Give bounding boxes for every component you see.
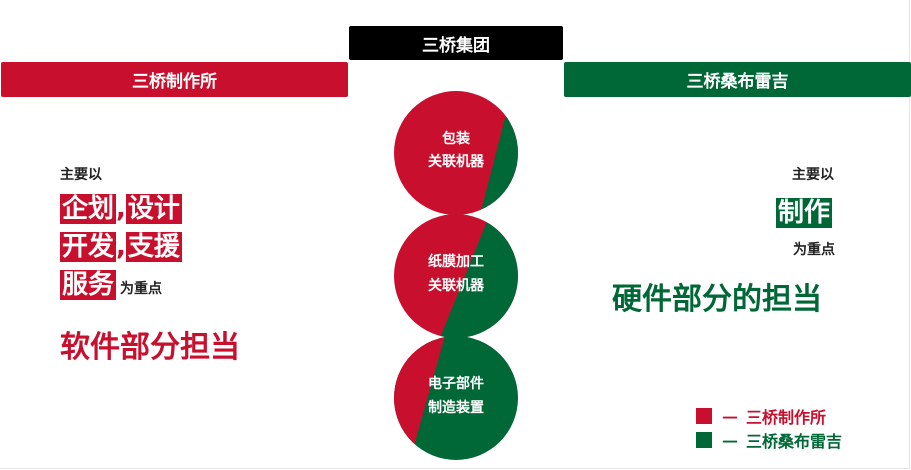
left-line-3: 服务为重点	[60, 268, 162, 306]
left-company-title: 三桥制作所	[132, 72, 217, 92]
circle-3-line-2: 制造装置	[428, 399, 484, 416]
circle-1-line-2: 关联机器	[428, 153, 485, 170]
circle-packaging: 包装 关联机器	[394, 91, 518, 215]
left-line-2: 开发,支援	[60, 230, 182, 264]
right-word-manufacture: 制作	[776, 198, 833, 228]
legend-item-sankyo-sambreg: — 三桥桑布雷吉	[696, 428, 842, 452]
left-company-header: 三桥制作所	[1, 62, 348, 97]
right-company-header: 三桥桑布雷吉	[564, 62, 911, 97]
legend-dash-1: —	[722, 406, 738, 426]
circle-2-line-1: 纸膜加工	[428, 253, 484, 270]
right-summary: 硬件部分的担当	[612, 282, 822, 317]
left-line-1: 企划,设计	[60, 192, 182, 226]
left-lead: 主要以	[60, 167, 102, 183]
right-main-line: 制作	[776, 196, 833, 230]
right-lead: 主要以	[792, 167, 834, 183]
circle-2-line-2: 关联机器	[428, 277, 485, 294]
left-word-support: 支援	[125, 232, 182, 262]
right-company-title: 三桥桑布雷吉	[686, 72, 789, 92]
comma-2: ,	[116, 232, 126, 262]
legend-dash-2: —	[722, 430, 738, 450]
right-suffix: 为重点	[793, 242, 835, 258]
circle-electronic-parts: 电子部件 制造装置	[394, 336, 518, 460]
left-suffix: 为重点	[120, 281, 163, 297]
circle-3-line-1: 电子部件	[428, 375, 484, 392]
circle-1-line-1: 包装	[442, 130, 471, 147]
legend-item-sankyo-works: — 三桥制作所	[696, 404, 826, 428]
group-title: 三桥集团	[422, 35, 490, 56]
left-word-design: 设计	[125, 194, 182, 224]
legend-swatch-red	[696, 408, 712, 424]
legend-label-1: 三桥制作所	[746, 408, 827, 427]
group-header: 三桥集团	[349, 26, 563, 60]
left-summary: 软件部分担当	[60, 330, 240, 365]
legend-swatch-green	[696, 432, 712, 448]
circle-film-processing: 纸膜加工 关联机器	[394, 214, 518, 338]
comma-1: ,	[116, 194, 126, 224]
left-word-planning: 企划	[60, 194, 117, 224]
left-word-development: 开发	[60, 232, 117, 262]
legend-label-2: 三桥桑布雷吉	[746, 432, 843, 451]
left-word-service: 服务	[60, 270, 117, 300]
